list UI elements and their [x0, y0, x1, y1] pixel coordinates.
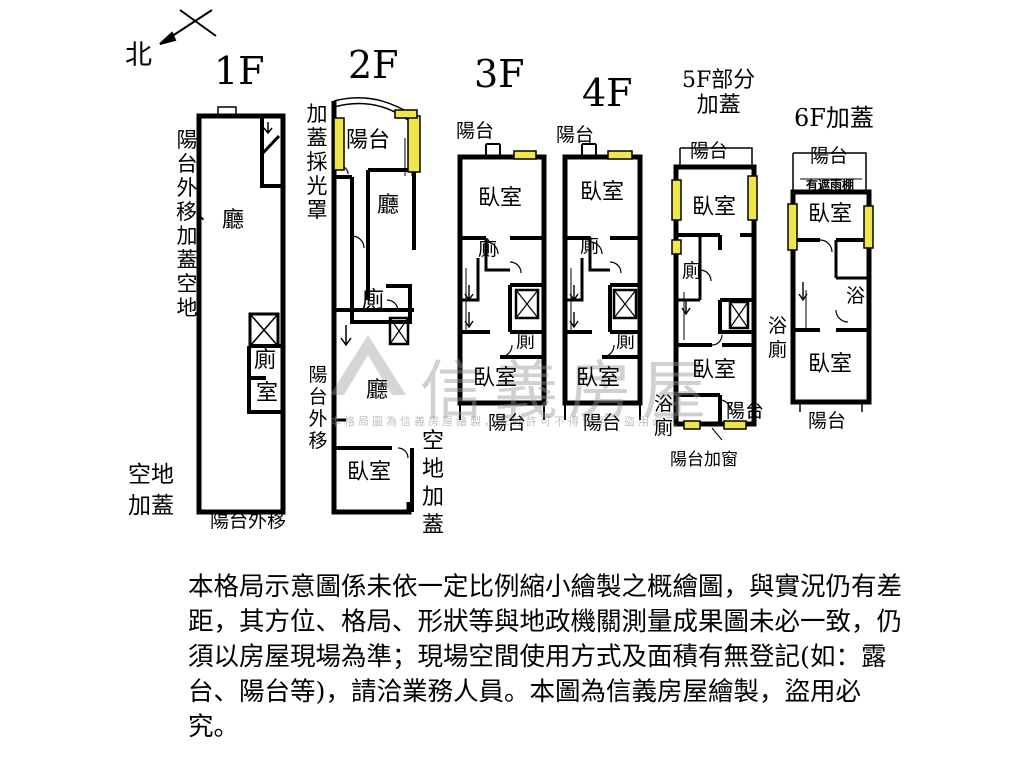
watermark-logo-icon: [330, 335, 406, 395]
floor-3f-windows: [513, 150, 537, 160]
disclaimer-text: 本格局示意圖係未依一定比例縮小繪製之概繪圖，與實況仍有差距，其方位、格局、形狀等…: [188, 572, 903, 742]
6f-bath-toilet-label: 浴 廁: [768, 315, 788, 361]
floor-6f-windows: [787, 203, 874, 251]
5f-balcony-window-label: 陽台加窗: [670, 450, 738, 470]
3f-balcony-bottom-label: 陽台: [488, 412, 527, 434]
3f-toilet-left-label: 廁: [478, 238, 498, 260]
5f-bedroom-top-label: 臥室: [692, 195, 737, 220]
1f-balcony-moved-label: 陽台外移: [210, 510, 287, 532]
4f-bedroom-bottom-label: 臥室: [576, 366, 621, 391]
3f-toilet-right-label: 廁: [516, 330, 536, 352]
floor-title-2f: 2F: [348, 43, 399, 87]
4f-bedroom-top-label: 臥室: [580, 180, 625, 205]
floor-5f-windows: [671, 175, 758, 430]
6f-bedroom-top-label: 臥室: [808, 202, 853, 227]
4f-balcony-top-label: 陽台: [556, 124, 595, 146]
2f-hall-bottom-label: 廳: [366, 378, 389, 403]
1f-hall-label: 廳: [222, 208, 245, 233]
1f-toilet-label: 廁: [254, 348, 277, 373]
5f-bath-toilet-label: 浴 廁: [654, 393, 674, 439]
6f-shelter-label: 有遮雨棚: [806, 178, 855, 192]
2f-bedroom-label: 臥室: [347, 460, 392, 485]
4f-toilet-left-label: 廁: [580, 235, 600, 257]
5f-toilet-label: 廁: [682, 260, 702, 282]
floor-title-5f: 5F部分 加蓋: [682, 68, 756, 118]
floor-title-6f: 6F加蓋: [794, 104, 874, 132]
4f-toilet-right-label: 廁: [616, 330, 636, 352]
6f-balcony-top-label: 陽台: [810, 145, 849, 167]
1f-balcony-note: 陽台外移、加蓋空地: [176, 128, 218, 320]
2f-skylight-label: 加蓋採光罩: [306, 102, 328, 222]
north-arrow-icon: [159, 9, 217, 45]
2f-balcony-moved-label: 陽台外移: [308, 364, 328, 452]
2f-yard-extension-label: 空地加蓋: [422, 429, 445, 538]
floor-4f-walls: [562, 143, 643, 420]
5f-balcony-bottom-label: 陽台: [726, 400, 765, 422]
4f-balcony-bottom-label: 陽台: [583, 412, 622, 434]
floor-3f-walls: [457, 143, 547, 420]
3f-balcony-top-label: 陽台: [456, 120, 495, 142]
floor-title-4f: 4F: [582, 71, 633, 115]
floor-1f-walls: [196, 106, 286, 515]
6f-bath-label: 浴: [846, 285, 866, 307]
5f-bedroom-bottom-label: 臥室: [692, 358, 737, 383]
watermark-notice: 本格局圖為信義房屋繪製，未經許可不得使用，盜用必究: [330, 415, 680, 428]
floor-4f-windows: [607, 150, 633, 160]
1f-yard-extension-label: 空地 加蓋: [128, 462, 174, 519]
floor-5f-walls: [673, 147, 757, 441]
6f-balcony-bottom-label: 陽台: [808, 410, 847, 432]
floor-title-3f: 3F: [474, 52, 525, 96]
2f-toilet-label: 廁: [362, 288, 385, 313]
north-label: 北: [125, 40, 152, 71]
5f-balcony-top-label: 陽台: [690, 140, 729, 162]
3f-bedroom-top-label: 臥室: [478, 186, 523, 211]
3f-bedroom-bottom-label: 臥室: [473, 366, 518, 391]
6f-bedroom-bottom-label: 臥室: [808, 352, 853, 377]
2f-hall-top-label: 廳: [377, 193, 400, 218]
2f-balcony-label: 陽台: [346, 128, 391, 153]
floor-title-1f: 1F: [214, 49, 265, 93]
watermark-brand: 信義房屋: [420, 355, 716, 429]
floor-2f-windows: [333, 109, 421, 173]
1f-room-label: 室: [256, 381, 279, 406]
